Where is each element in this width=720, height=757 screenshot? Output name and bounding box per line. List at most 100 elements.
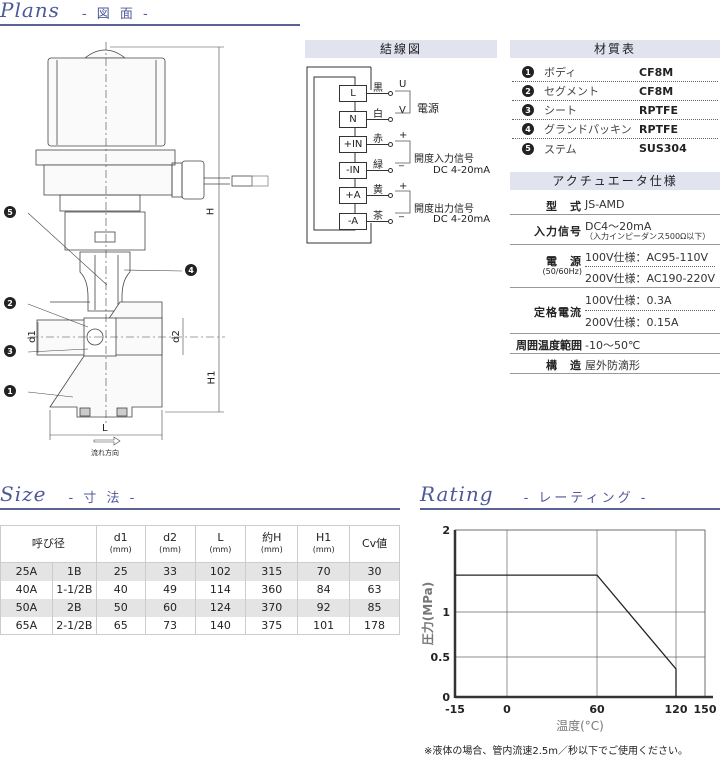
material-row: 2 セグメント CF8M — [512, 82, 718, 101]
part-number-badge: 3 — [522, 104, 534, 116]
table-header-row: 呼び径 d1(mm) d2(mm) L(mm) 約H(mm) H1(mm) Cv… — [1, 526, 400, 563]
balloon-3: 3 — [4, 345, 16, 357]
table-cell: 360 — [246, 581, 298, 599]
dim-L: L — [102, 423, 108, 434]
x-tick-label: 60 — [589, 703, 605, 716]
terminal-contact-icon — [388, 168, 393, 173]
plans-header: Plans - 図 面 - — [0, 0, 300, 26]
flow-direction-label: 流れ方向 — [91, 448, 119, 458]
table-cell: 84 — [298, 581, 350, 599]
y-tick-label: 2 — [442, 524, 450, 537]
terminal-contact-icon — [388, 219, 393, 224]
terminal-contact-icon — [388, 193, 393, 198]
table-cell: 30 — [350, 563, 400, 581]
valve-drawing — [0, 28, 300, 458]
spec-power: 電 源(50/60Hz) 100V仕様：AC95-110V 200V仕様：AC1… — [510, 245, 720, 288]
actuator-title: アクチュエータ仕様 — [510, 172, 720, 190]
size-subtitle: - 寸 法 - — [68, 487, 137, 506]
header-d1: d1(mm) — [96, 526, 145, 563]
balloon-4: 4 — [185, 264, 197, 276]
table-cell: 101 — [298, 617, 350, 635]
wire-color: 黄 — [373, 181, 383, 196]
table-cell: 140 — [195, 617, 246, 635]
part-material: CF8M — [639, 85, 673, 98]
wire-color: 赤 — [373, 130, 383, 145]
wire-color: 茶 — [373, 207, 383, 222]
table-cell: 370 — [246, 599, 298, 617]
size-header: Size - 寸 法 - — [0, 484, 400, 510]
rating-header: Rating - レーティング - — [420, 484, 720, 510]
spec-ambient-temp: 周囲温度範囲-10～50℃ — [510, 334, 720, 354]
plot-frame — [455, 530, 705, 697]
table-cell: 102 — [195, 563, 246, 581]
header-H1: H1(mm) — [298, 526, 350, 563]
table-cell: 63 — [350, 581, 400, 599]
table-cell: 70 — [298, 563, 350, 581]
terminal-1: N — [339, 111, 367, 128]
y-tick-label: 1 — [442, 606, 450, 619]
terminal-0: L — [339, 85, 367, 102]
rating-line — [455, 575, 676, 697]
x-tick-label: 120 — [665, 703, 688, 716]
part-material: SUS304 — [639, 142, 687, 155]
table-cell: 40 — [96, 581, 145, 599]
materials-title: 材質表 — [510, 40, 720, 58]
output-signal-label: 開度出力信号 — [414, 200, 474, 215]
header-H: 約H(mm) — [246, 526, 298, 563]
table-cell: 50A — [1, 599, 53, 617]
terminal-contact-icon — [388, 142, 393, 147]
material-row: 4 グランドパッキン RPTFE — [512, 120, 718, 139]
table-cell: 85 — [350, 599, 400, 617]
dim-d1: d1 — [27, 330, 38, 343]
spec-structure: 構 造屋外防滴形 — [510, 354, 720, 374]
part-name: ステム — [544, 141, 639, 157]
wiring-brackets — [395, 85, 415, 235]
table-cell: 2B — [52, 599, 96, 617]
x-axis-label: 温度(°C) — [556, 718, 604, 733]
balloon-5: 5 — [4, 206, 16, 218]
header-L: L(mm) — [195, 526, 246, 563]
dim-H1: H1 — [206, 371, 217, 385]
dim-d2: d2 — [171, 330, 182, 343]
x-tick-label: 150 — [694, 703, 717, 716]
y-tick-label: 0.5 — [431, 651, 451, 664]
part-number-badge: 4 — [522, 123, 534, 135]
balloon-2: 2 — [4, 297, 16, 309]
table-cell: 49 — [145, 581, 195, 599]
table-cell: 50 — [96, 599, 145, 617]
x-tick-label: 0 — [503, 703, 511, 716]
table-cell: 1B — [52, 563, 96, 581]
table-cell: 40A — [1, 581, 53, 599]
table-cell: 25 — [96, 563, 145, 581]
terminal-5: -A — [339, 213, 367, 230]
table-cell: 1-1/2B — [52, 581, 96, 599]
header-d2: d2(mm) — [145, 526, 195, 563]
table-cell: 2-1/2B — [52, 617, 96, 635]
header-nominal: 呼び径 — [1, 526, 97, 563]
table-cell: 315 — [246, 563, 298, 581]
wire-color: 白 — [373, 105, 383, 120]
wiring-title: 結線図 — [305, 40, 497, 58]
table-cell: 65 — [96, 617, 145, 635]
table-cell: 60 — [145, 599, 195, 617]
input-signal-range: DC 4-20mA — [433, 165, 490, 176]
table-cell: 33 — [145, 563, 195, 581]
part-number-badge: 1 — [522, 66, 534, 78]
table-cell: 65A — [1, 617, 53, 635]
table-cell: 124 — [195, 599, 246, 617]
part-material: RPTFE — [639, 104, 678, 117]
rating-subtitle: - レーティング - — [524, 487, 649, 506]
size-table: 呼び径 d1(mm) d2(mm) L(mm) 約H(mm) H1(mm) Cv… — [0, 525, 400, 635]
terminal-contact-icon — [388, 91, 393, 96]
plans-title: Plans — [0, 0, 60, 22]
material-row: 5 ステム SUS304 — [512, 139, 718, 158]
size-title: Size — [0, 482, 46, 506]
dim-H: H — [205, 208, 216, 216]
part-name: ボディ — [544, 64, 639, 80]
table-cell: 375 — [246, 617, 298, 635]
terminal-contact-icon — [388, 117, 393, 122]
table-cell: 92 — [298, 599, 350, 617]
part-number-badge: 2 — [522, 85, 534, 97]
